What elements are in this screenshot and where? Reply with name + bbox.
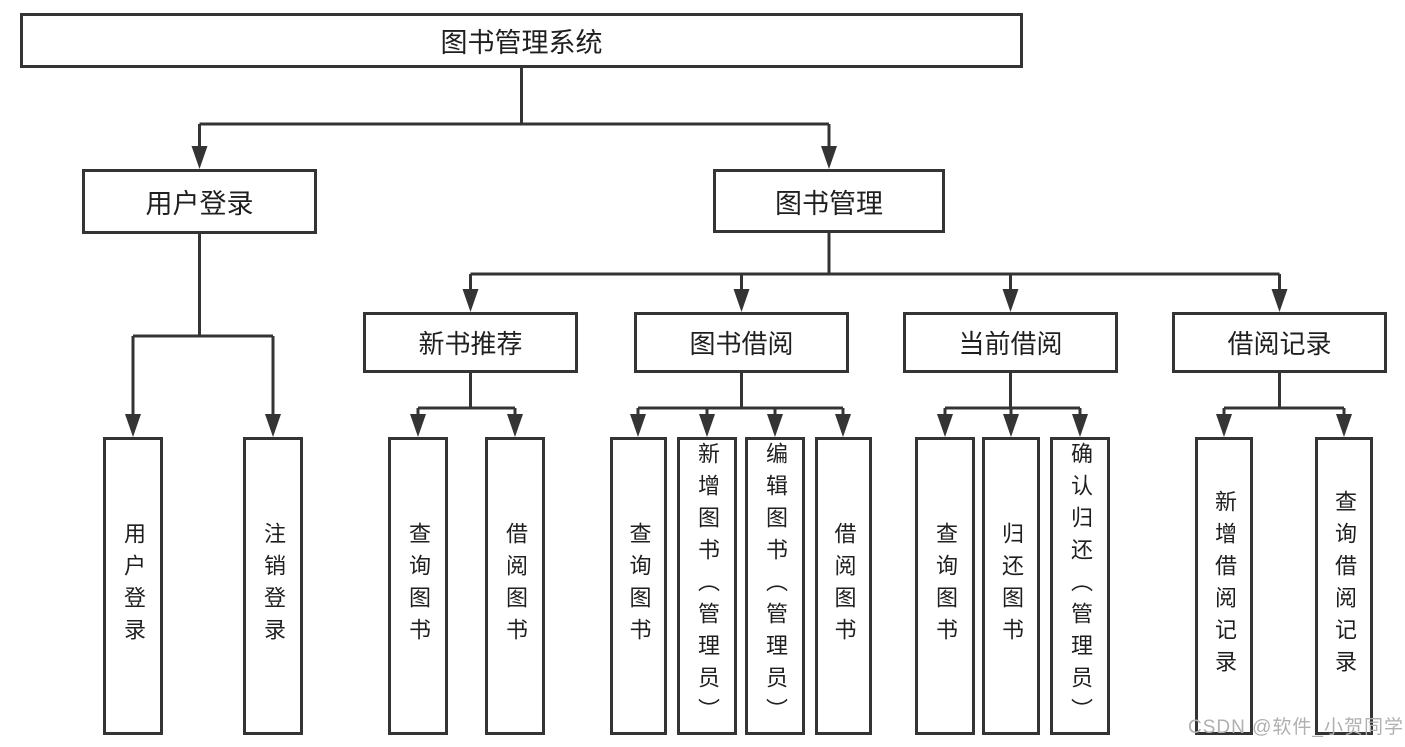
leaf-borrow-borrow-books: 借阅图书 <box>815 437 872 735</box>
node-label: 借阅图书 <box>503 522 528 650</box>
node-library-management-system: 图书管理系统 <box>20 13 1023 68</box>
node-label: 确认归还（管理员） <box>1068 442 1093 730</box>
node-label: 借阅图书 <box>831 522 857 650</box>
node-user-login: 用户登录 <box>82 169 317 234</box>
leaf-records-query-record: 查询借阅记录 <box>1315 437 1373 735</box>
leaf-logout: 注销登录 <box>243 437 303 735</box>
node-book-borrowing: 图书借阅 <box>634 312 849 373</box>
node-label: 当前借阅 <box>958 329 1063 359</box>
node-label: 查询借阅记录 <box>1332 490 1357 682</box>
node-label: 查询图书 <box>406 522 431 650</box>
leaf-borrow-query-books: 查询图书 <box>610 437 667 735</box>
node-current-borrowing: 当前借阅 <box>903 312 1118 373</box>
node-label: 借阅记录 <box>1227 329 1332 359</box>
leaf-current-confirm-return-admin: 确认归还（管理员） <box>1050 437 1110 735</box>
node-label: 新增图书（管理员） <box>695 442 720 730</box>
watermark: CSDN @软件_小贺同学 <box>1188 717 1404 738</box>
node-label: 新书推荐 <box>418 329 523 359</box>
leaf-current-query-books: 查询图书 <box>915 437 975 735</box>
node-label: 归还图书 <box>999 522 1024 650</box>
node-label: 图书借阅 <box>689 329 794 359</box>
node-label: 图书管理系统 <box>440 28 603 58</box>
node-label: 注销登录 <box>261 522 286 650</box>
leaf-current-return-books: 归还图书 <box>982 437 1040 735</box>
leaf-borrow-edit-books-admin: 编辑图书（管理员） <box>745 437 805 735</box>
node-label: 新增借阅记录 <box>1212 490 1237 682</box>
leaf-user-login: 用户登录 <box>103 437 163 735</box>
node-label: 编辑图书（管理员） <box>763 442 788 730</box>
node-label: 用户登录 <box>121 522 146 650</box>
node-label: 图书管理 <box>775 188 883 219</box>
node-label: 查询图书 <box>626 522 652 650</box>
node-label: 用户登录 <box>145 189 254 219</box>
leaf-recommend-query-books: 查询图书 <box>388 437 448 735</box>
leaf-records-add-record: 新增借阅记录 <box>1195 437 1253 735</box>
node-book-management: 图书管理 <box>713 169 945 233</box>
leaf-borrow-add-books-admin: 新增图书（管理员） <box>677 437 737 735</box>
node-new-book-recommend: 新书推荐 <box>363 312 578 373</box>
node-label: 查询图书 <box>933 522 958 650</box>
node-borrowing-records: 借阅记录 <box>1172 312 1387 373</box>
leaf-recommend-borrow-books: 借阅图书 <box>485 437 545 735</box>
